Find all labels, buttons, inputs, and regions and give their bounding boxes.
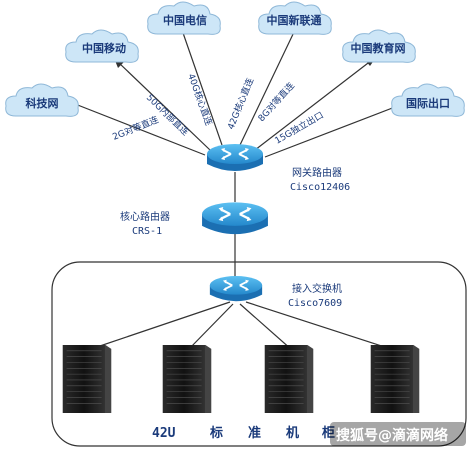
- cloud-label: 中国移动: [82, 41, 126, 55]
- rack-caption-char-4: 柜: [321, 425, 335, 441]
- gateway-router-model: Cisco12406: [290, 182, 350, 193]
- link-label-8g: 8G对等直连: [255, 80, 297, 124]
- rack-caption-char-3: 机: [286, 425, 299, 441]
- cloud-label: 国际出口: [406, 96, 450, 110]
- cloud-unicom: 中国新联通: [258, 1, 332, 35]
- rack-links: [87, 301, 395, 351]
- cloud-telecom: 中国电信: [147, 1, 221, 35]
- access-switch-name: 接入交换机: [292, 282, 342, 295]
- watermark: 搜狐号@滴滴网络: [330, 422, 466, 446]
- cloud-label: 科技网: [26, 96, 59, 110]
- rack-caption-char-1: 标: [209, 425, 223, 441]
- server-rack-3: [264, 345, 314, 413]
- link-label-2g: 2G对等直连: [111, 113, 161, 142]
- core-router-model: CRS-1: [132, 226, 162, 237]
- cloud-label: 中国新联通: [267, 13, 322, 27]
- link-label-15g: 15G独立出口: [273, 109, 326, 147]
- link-label-50g: 50G内部直连: [144, 92, 191, 138]
- uplink-lines: [69, 29, 409, 278]
- cloud-label: 中国教育网: [351, 41, 406, 55]
- gateway-router-name: 网关路由器: [292, 166, 342, 179]
- access-switch: [208, 275, 264, 303]
- server-rack-2: [162, 345, 212, 413]
- link-label-40g: 40G核心直连: [185, 72, 215, 127]
- datacenter-enclosure: [51, 261, 467, 447]
- cloud-label: 中国电信: [163, 13, 207, 27]
- watermark-text: 搜狐号@滴滴网络: [336, 427, 448, 444]
- cloud-keji: 科技网: [5, 83, 79, 117]
- core-router: [200, 201, 270, 236]
- cloud-edu: 中国教育网: [342, 29, 416, 63]
- cloud-intl: 国际出口: [391, 83, 465, 117]
- core-router-name: 核心路由器: [120, 210, 170, 223]
- server-rack-1: [62, 345, 112, 413]
- access-switch-model: Cisco7609: [288, 298, 342, 309]
- cloud-mobile: 中国移动: [65, 29, 139, 63]
- gateway-router: [206, 143, 264, 172]
- rack-caption-char-2: 准: [248, 425, 261, 441]
- link-label-42g: 42G核心直连: [225, 76, 257, 131]
- server-rack-4: [370, 345, 420, 413]
- rack-caption-42u: 42U: [152, 426, 176, 441]
